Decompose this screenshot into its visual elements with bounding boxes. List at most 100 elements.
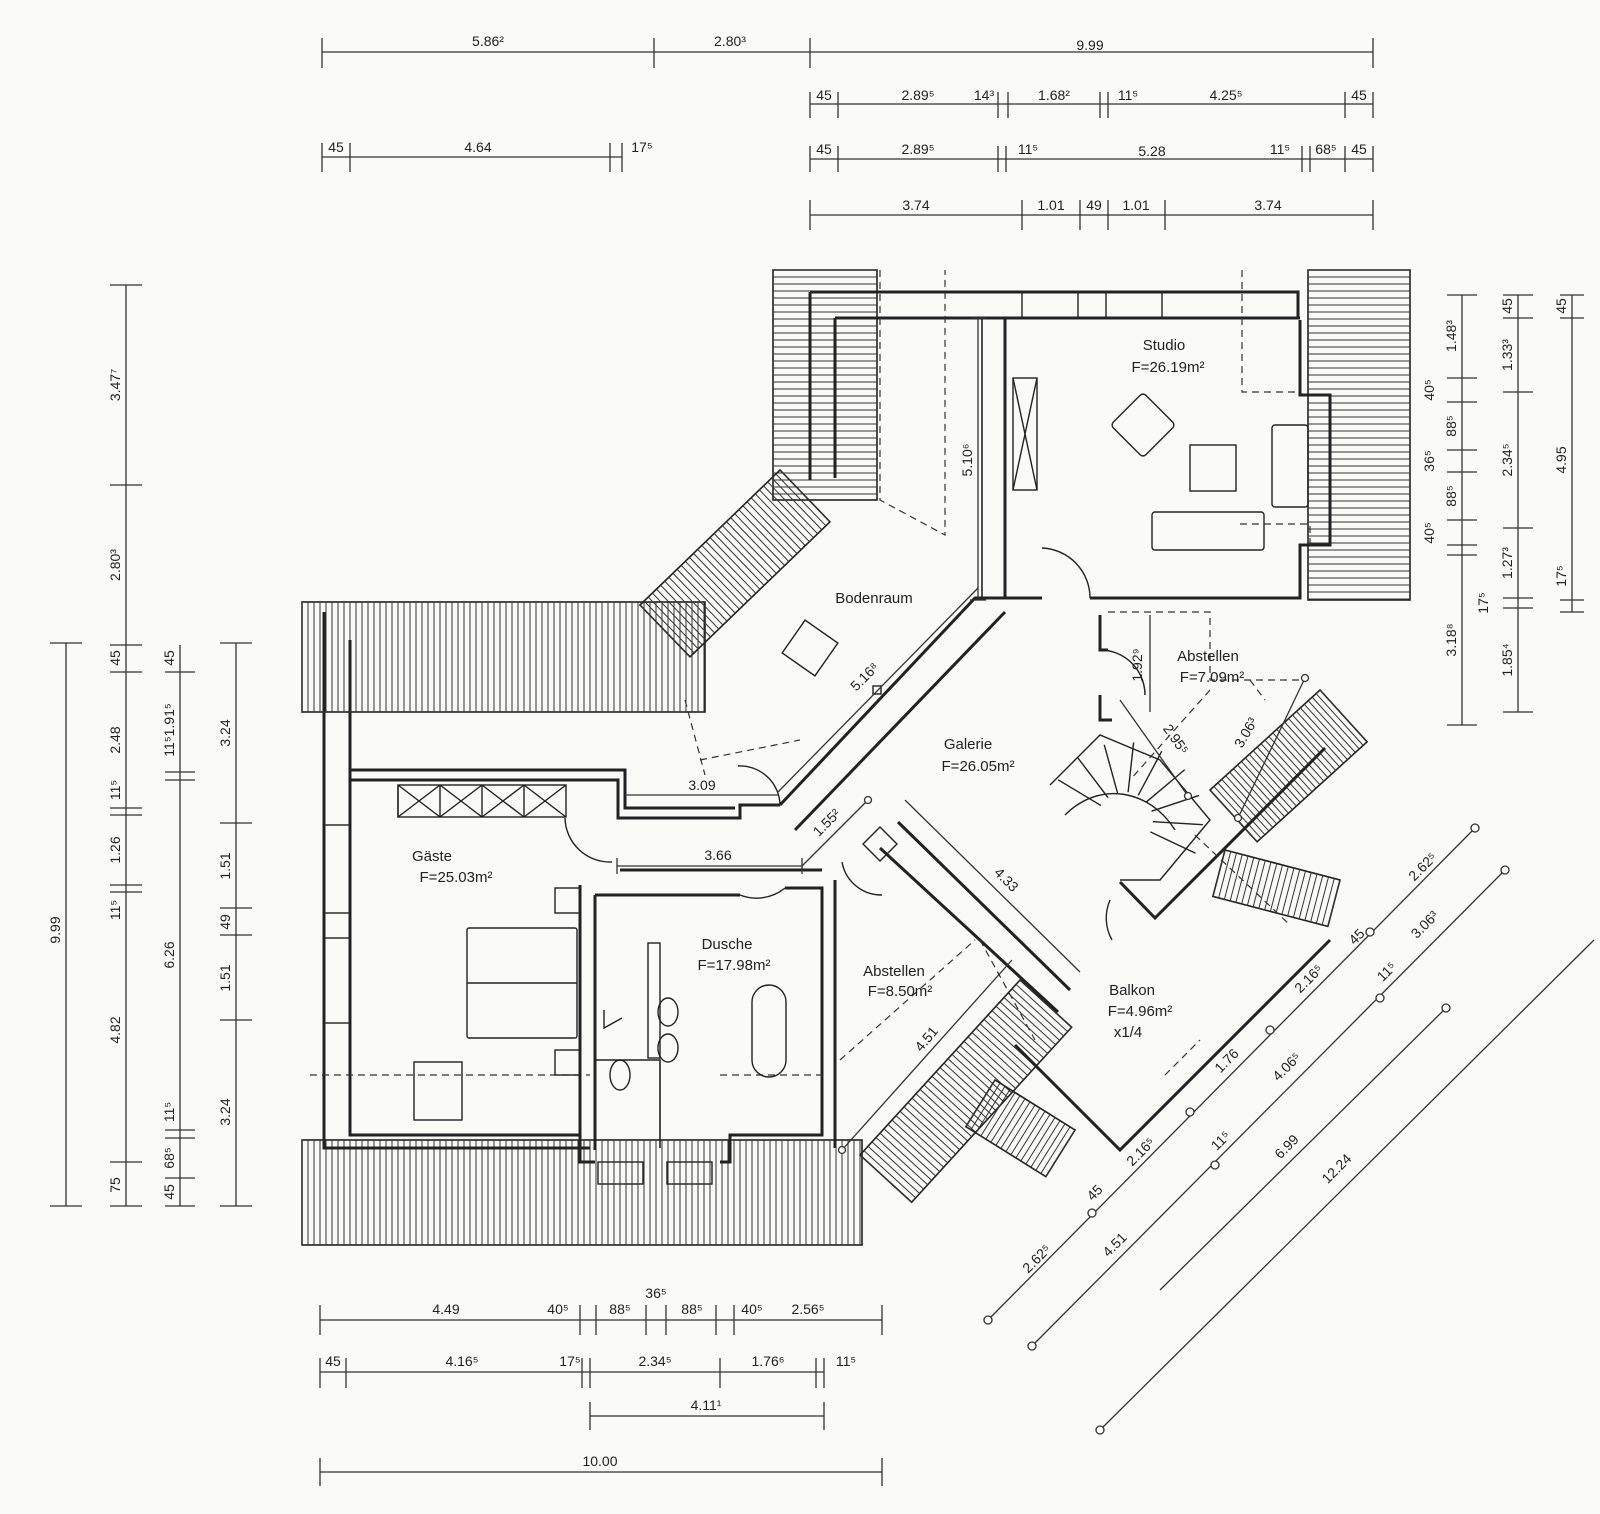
- dim-label: 3.18⁸: [1443, 623, 1459, 656]
- dim-label: 2.80³: [714, 33, 746, 49]
- dim-label: 3.06³: [1231, 714, 1261, 750]
- dim-label: 11⁵: [161, 1102, 177, 1122]
- dim-label: 1.85⁴: [1499, 643, 1515, 676]
- room-name-balkon: Balkon: [1109, 982, 1155, 999]
- dim-label: 2.80³: [107, 549, 123, 581]
- dim-label: 1.76⁶: [751, 1353, 784, 1369]
- dashed-lines: [310, 270, 1311, 1076]
- dim-label: 40⁵: [1421, 379, 1437, 400]
- top-dimensions: 5.86² 2.80³ 9.99 45 2.89⁵ 14³ 1.68² 11⁵ …: [321, 33, 1374, 230]
- roof-hatching: [301, 269, 1411, 1246]
- dim-label: 9.99: [47, 916, 63, 943]
- dim-label: 45: [161, 1184, 177, 1200]
- dim-label: 88⁵: [1443, 485, 1459, 506]
- room-name-abstellen: Abstellen: [1177, 648, 1239, 665]
- dim-label: 4.64: [464, 139, 491, 155]
- dim-label: 17⁵: [559, 1353, 580, 1369]
- dim-label: 1.76: [1211, 1045, 1242, 1076]
- walls: [322, 290, 1332, 1164]
- dim-label: 11⁵: [107, 780, 123, 800]
- dim-label: 2.34⁵: [638, 1353, 671, 1369]
- dim-label: 45: [816, 141, 832, 157]
- dim-label: 6.99: [1271, 1131, 1302, 1162]
- right-dimensions: 1.48³ 40⁵ 88⁵ 36⁵ 88⁵ 40⁵ 17⁵ 3.18⁸ 45 1…: [1421, 294, 1584, 726]
- dim-label: 10.00: [582, 1453, 617, 1469]
- dim-label: 2.89⁵: [901, 87, 934, 103]
- dim-label: 3.66: [704, 847, 731, 863]
- dim-label: 5.16⁸: [847, 659, 882, 694]
- dim-label: 2.48: [107, 726, 123, 753]
- dim-label: 45: [1553, 298, 1569, 314]
- dim-label: 1.27³: [1499, 547, 1515, 579]
- dim-label: 49: [1086, 197, 1102, 213]
- room-area-galerie: F=26.05m²: [942, 758, 1015, 775]
- dim-label: 3.74: [1254, 197, 1281, 213]
- dim-label: 1.01: [1122, 197, 1149, 213]
- dim-label: 36⁵: [1421, 450, 1437, 471]
- dim-label: 4.11¹: [691, 1397, 722, 1413]
- dim-label: 88⁵: [681, 1301, 702, 1317]
- dim-label: 4.33: [991, 864, 1022, 895]
- dim-label: 2.16⁵: [1291, 961, 1326, 996]
- bottom-dimensions: 4.49 40⁵ 88⁵ 36⁵ 88⁵ 40⁵ 2.56⁵ 45 4.16⁵ …: [319, 1285, 883, 1486]
- room-labels: Studio F=26.19m² Bodenraum Abstellen F=7…: [412, 337, 1244, 1041]
- dim-label: 2.95⁵: [1160, 721, 1192, 757]
- dim-label: 12.24: [1318, 1150, 1354, 1186]
- dim-label: 1.68²: [1038, 87, 1070, 103]
- dim-label: 36⁵: [645, 1285, 666, 1301]
- dim-label: 45: [328, 139, 344, 155]
- dim-label: 1.33³: [1499, 339, 1515, 371]
- dim-label: 45: [1351, 87, 1367, 103]
- dim-label: 6.26: [161, 941, 177, 968]
- dim-label: 17⁵: [1475, 592, 1491, 613]
- room-name-galerie: Galerie: [944, 736, 992, 753]
- dim-label: 88⁵: [609, 1301, 630, 1317]
- dim-label: 4.51: [911, 1023, 941, 1054]
- dim-label: 49: [217, 914, 233, 930]
- dim-label: 88⁵: [1443, 415, 1459, 436]
- dim-label: 40⁵: [1421, 522, 1437, 543]
- dim-label: 1.01: [1037, 197, 1064, 213]
- dim-label: 4.95: [1553, 446, 1569, 473]
- dim-label: 45: [107, 650, 123, 666]
- dim-label: 11⁵: [1018, 141, 1038, 157]
- dim-label: 3.47⁷: [107, 369, 123, 401]
- room-area-abstellen: F=8.50m²: [868, 983, 933, 1000]
- dim-label: 40⁵: [741, 1301, 762, 1317]
- dim-label: 68⁵: [1315, 141, 1336, 157]
- room-area-abstellen: F=7.09m²: [1180, 669, 1245, 686]
- room-name-studio: Studio: [1143, 337, 1186, 354]
- dim-label: 45: [816, 87, 832, 103]
- room-area-studio: F=26.19m²: [1132, 359, 1205, 376]
- dim-label: 1.48³: [1443, 320, 1459, 352]
- dim-label: 4.25⁵: [1209, 87, 1242, 103]
- room-name-abstellen: Abstellen: [863, 963, 925, 980]
- dim-label: 3.74: [902, 197, 929, 213]
- dim-label: 11⁵: [1208, 1128, 1234, 1154]
- dim-label: 17⁵: [1553, 565, 1569, 586]
- dim-label: 1.92⁹: [1129, 648, 1145, 681]
- dim-label: 2.34⁵: [1499, 443, 1515, 476]
- dim-label: 45: [1499, 298, 1515, 314]
- dim-label: 2.56⁵: [791, 1301, 824, 1317]
- dim-label: 40⁵: [547, 1301, 568, 1317]
- dim-label: 45: [1083, 1181, 1105, 1203]
- dim-label: 5.86²: [472, 33, 504, 49]
- dim-label: 45: [1345, 925, 1367, 947]
- dim-label: 17⁵: [631, 139, 652, 155]
- dim-label: 1.51: [217, 852, 233, 879]
- dim-label: 11⁵1.91⁵: [161, 703, 177, 756]
- room-name-bodenraum: Bodenraum: [835, 590, 913, 607]
- dim-label: 68⁵: [161, 1147, 177, 1168]
- dim-label: 14³: [974, 87, 995, 103]
- dim-label: 5.28: [1138, 143, 1165, 159]
- dim-label: 11⁵: [836, 1353, 856, 1369]
- dim-label: 3.06³: [1408, 907, 1442, 941]
- dim-label: 45: [1351, 141, 1367, 157]
- dim-label: 11⁵: [1270, 141, 1290, 157]
- dim-label: 4.51: [1099, 1229, 1130, 1260]
- dim-label: 4.82: [107, 1016, 123, 1043]
- room-name-dusche: Dusche: [702, 936, 753, 953]
- dim-label: 11⁵: [107, 900, 123, 920]
